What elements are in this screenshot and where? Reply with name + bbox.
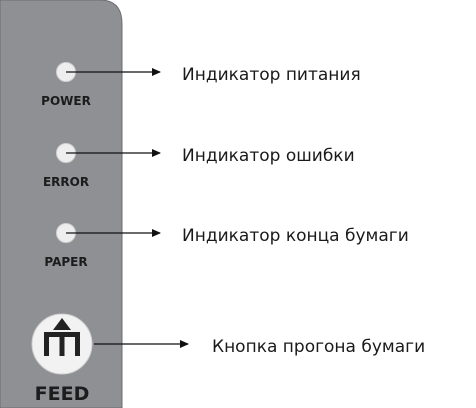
power-callout-text: Индикатор питания [182,65,361,85]
power-indicator: POWER [41,62,91,108]
error-label: ERROR [43,175,89,189]
feed-button[interactable] [31,313,93,375]
error-callout-text: Индикатор ошибки [182,146,355,166]
paper-callout-text: Индикатор конца бумаги [182,226,409,246]
paper-label: PAPER [44,255,87,269]
feed-callout-text: Кнопка прогона бумаги [212,337,425,357]
control-panel [0,0,123,408]
power-label: POWER [41,94,91,108]
paper-feed-icon [44,318,80,356]
feed-label: FEED [35,383,90,405]
